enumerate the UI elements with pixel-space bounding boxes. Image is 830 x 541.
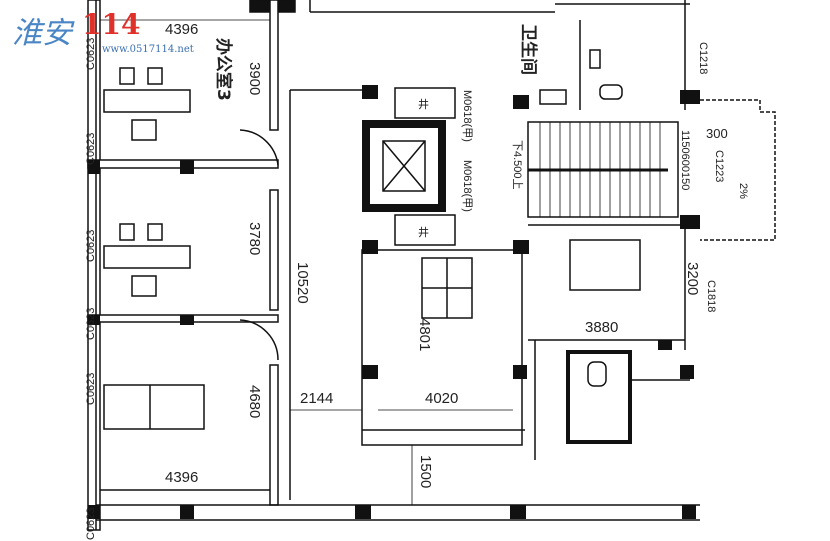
dim-bottom-offset: 1500 bbox=[417, 455, 434, 489]
dim-corridor-width: 2144 bbox=[300, 390, 334, 407]
dim-office3-depth: 3900 bbox=[246, 62, 263, 96]
window-label-left-6: C0623 bbox=[85, 507, 97, 540]
window-label-left-5: C0623 bbox=[85, 372, 97, 405]
left-wall bbox=[87, 0, 101, 531]
window-label-right: C1818 bbox=[705, 280, 717, 313]
window-label-left-2: C0623 bbox=[85, 132, 97, 165]
dim-top-width: 4396 bbox=[165, 21, 199, 38]
dim-stair-offset: 300 bbox=[706, 126, 728, 141]
shaft-label-1: 井 bbox=[418, 99, 429, 111]
window-label-stair: C1223 bbox=[713, 150, 725, 183]
dim-office2-depth: 3780 bbox=[246, 222, 263, 256]
watermark-number: 114 bbox=[82, 8, 141, 41]
stair-level-label: 下4.500上 bbox=[511, 140, 523, 190]
slope-label: 2% bbox=[737, 183, 749, 199]
dim-right-room-width: 3880 bbox=[585, 319, 619, 336]
dim-right-room-depth: 3200 bbox=[684, 262, 701, 296]
elevator-shaft bbox=[362, 120, 446, 212]
watermark-url: www.0517114.net bbox=[102, 44, 194, 55]
door-label-1: M0618(甲) bbox=[461, 90, 473, 142]
room-label-toilet: 卫生间 bbox=[518, 24, 538, 75]
dim-meeting-width: 4020 bbox=[425, 390, 459, 407]
shaft-label-2: 井 bbox=[418, 227, 429, 239]
dim-stair: 1150600150 bbox=[679, 130, 691, 191]
room-label-office3: 办公室3 bbox=[213, 38, 233, 101]
dim-meeting-depth: 4801 bbox=[416, 318, 433, 352]
meeting-room bbox=[361, 249, 523, 446]
window-label-left-3: C0623 bbox=[85, 229, 97, 262]
door-label-2: M0618(甲) bbox=[461, 160, 473, 212]
dim-office1-depth: 4680 bbox=[246, 385, 263, 419]
window-label-toilet: C1218 bbox=[697, 42, 709, 75]
window-label-left-1: C0623 bbox=[85, 37, 97, 70]
dim-corridor-length: 10520 bbox=[294, 262, 311, 304]
dim-bottom-width: 4396 bbox=[165, 469, 199, 486]
watermark-brand: 淮安 bbox=[12, 16, 72, 51]
window-label-left-4: C0623 bbox=[85, 307, 97, 340]
